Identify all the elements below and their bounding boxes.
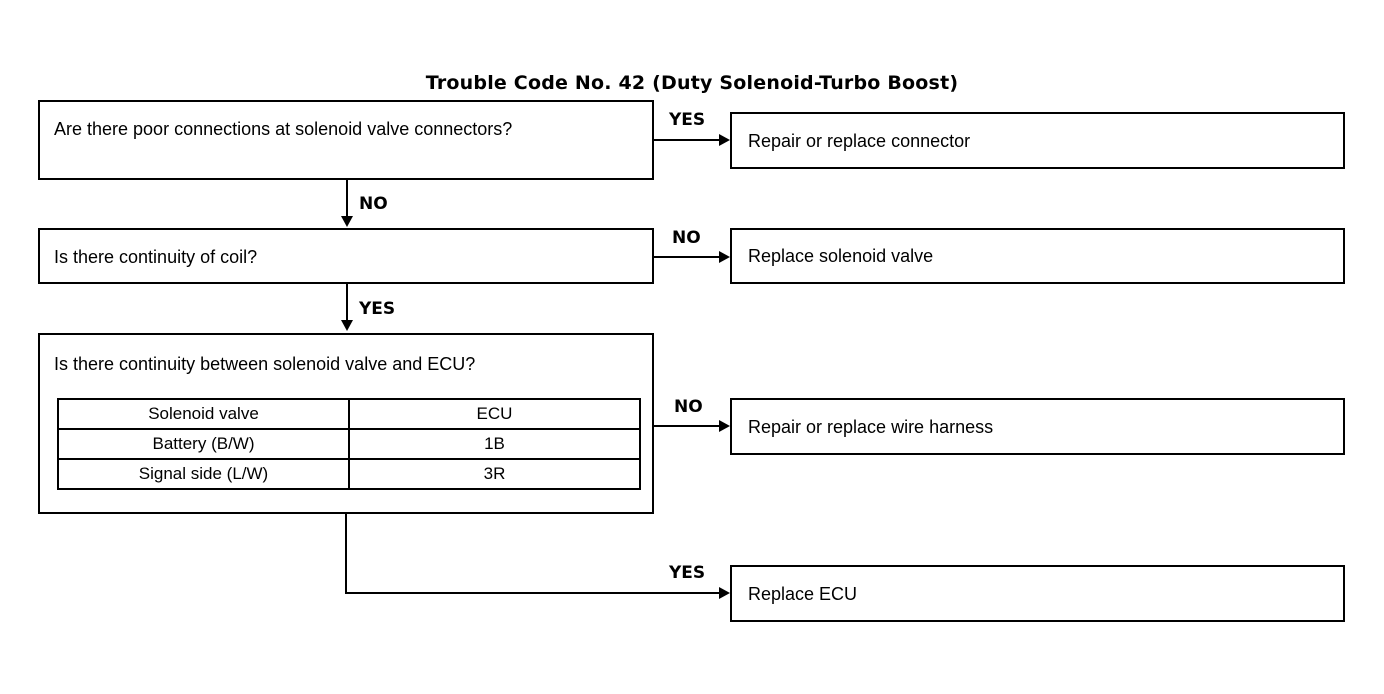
arrow-right-icon-q3-no [719, 420, 730, 432]
table-cell-signal-pin: 3R [348, 458, 641, 490]
continuity-table: Solenoid valve ECU Battery (B/W) 1B Sign… [57, 398, 641, 490]
arrow-right-icon-q2-no [719, 251, 730, 263]
result-box-3-text: Repair or replace wire harness [748, 416, 994, 437]
result-box-2-text: Replace solenoid valve [748, 246, 934, 266]
question-box-1: Are there poor connections at solenoid v… [38, 100, 654, 180]
branch-label-q2-no: NO [672, 228, 701, 248]
question-box-1-text: Are there poor connections at solenoid v… [54, 119, 513, 139]
table-cell-battery-label: Battery (B/W) [57, 428, 350, 460]
table-header-solenoid-valve: Solenoid valve [57, 398, 350, 430]
question-box-3: Is there continuity between solenoid val… [38, 333, 654, 514]
branch-label-q3-yes: YES [669, 563, 706, 583]
question-box-2: Is there continuity of coil? [38, 228, 654, 284]
result-box-repair-connector: Repair or replace connector [730, 112, 1345, 169]
connector-q3-yes-vertical [345, 514, 347, 594]
branch-label-q2-yes: YES [359, 299, 396, 319]
table-row: Signal side (L/W) 3R [57, 458, 641, 490]
connector-q1-no-line [346, 180, 348, 218]
connector-q2-no-line [654, 256, 726, 258]
connector-q2-yes-line [346, 284, 348, 322]
page-title: Trouble Code No. 42 (Duty Solenoid-Turbo… [425, 72, 959, 94]
arrow-down-icon-q2-yes [341, 320, 353, 331]
table-row-header: Solenoid valve ECU [57, 398, 641, 430]
question-box-2-text: Is there continuity of coil? [54, 247, 258, 267]
branch-label-q1-no: NO [359, 194, 388, 214]
table-cell-battery-pin: 1B [348, 428, 641, 460]
table-row: Battery (B/W) 1B [57, 428, 641, 460]
connector-q1-yes-line [654, 139, 726, 141]
result-box-4-text: Replace ECU [748, 583, 858, 604]
table-cell-signal-label: Signal side (L/W) [57, 458, 350, 490]
arrow-right-icon-q1-yes [719, 134, 730, 146]
connector-q3-no-line [654, 425, 726, 427]
result-box-repair-wire-harness: Repair or replace wire harness [730, 398, 1345, 455]
result-box-replace-ecu: Replace ECU [730, 565, 1345, 622]
arrow-down-icon-q1-no [341, 216, 353, 227]
result-box-1-text: Repair or replace connector [748, 130, 971, 151]
branch-label-q1-yes: YES [669, 110, 706, 130]
result-box-replace-solenoid-valve: Replace solenoid valve [730, 228, 1345, 284]
table-header-ecu: ECU [348, 398, 641, 430]
arrow-right-icon-q3-yes [719, 587, 730, 599]
connector-q3-yes-horizontal [345, 592, 726, 594]
branch-label-q3-no: NO [674, 397, 703, 417]
question-box-3-text: Is there continuity between solenoid val… [54, 354, 476, 374]
